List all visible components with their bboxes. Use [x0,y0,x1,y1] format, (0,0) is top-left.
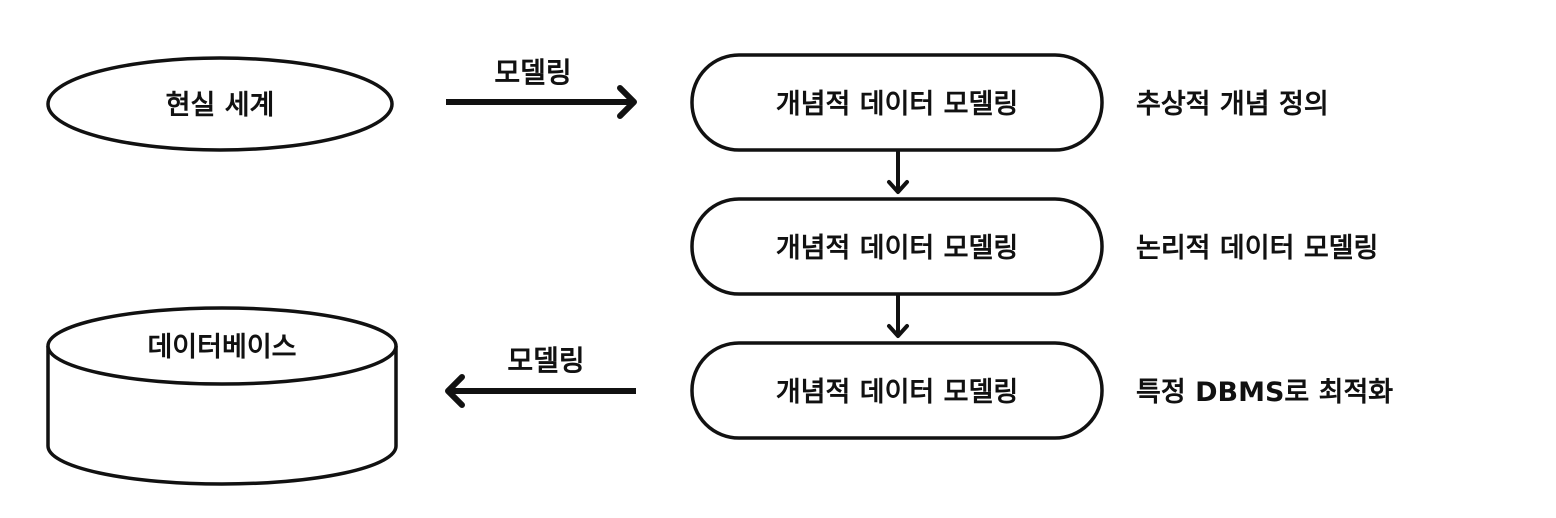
flow-arrow-2 [887,295,909,338]
database-node: 데이터베이스 [46,306,398,486]
modeling-arrow-left [445,374,636,408]
step-node-2-label: 개념적 데이터 모델링 [776,233,1018,264]
real-world-label: 현실 세계 [166,90,275,121]
step-2-annotation: 논리적 데이터 모델링 [1136,233,1378,264]
step-node-1: 개념적 데이터 모델링 [690,53,1104,152]
database-label: 데이터베이스 [147,332,296,363]
modeling-arrow-right [446,85,637,119]
flow-arrow-1 [887,151,909,194]
step-node-3-label: 개념적 데이터 모델링 [776,377,1018,408]
step-node-2: 개념적 데이터 모델링 [690,197,1104,296]
step-3-annotation: 특정 DBMS로 최적화 [1136,377,1393,408]
top-arrow-label: 모델링 [494,56,571,89]
step-node-1-label: 개념적 데이터 모델링 [776,89,1018,120]
real-world-node: 현실 세계 [46,56,394,152]
step-node-3: 개념적 데이터 모델링 [690,341,1104,440]
step-1-annotation: 추상적 개념 정의 [1136,89,1329,120]
bottom-arrow-label: 모델링 [507,344,584,377]
